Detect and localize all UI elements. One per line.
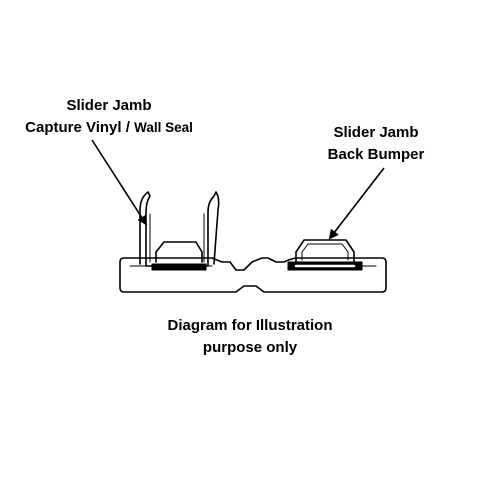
capture-vinyl-arrow bbox=[91, 139, 148, 226]
capture-vinyl-label: Slider Jamb Capture Vinyl / Wall Seal bbox=[14, 95, 204, 139]
back-bumper-label-line1: Slider Jamb bbox=[333, 124, 419, 141]
capture-vinyl-label-main: Capture Vinyl / bbox=[25, 119, 130, 136]
capture-vinyl-channel bbox=[139, 191, 220, 267]
capture-vinyl-inner bbox=[149, 213, 205, 263]
back-bumper-label: Slider Jamb Back Bumper bbox=[296, 122, 456, 166]
capture-vinyl-bumper bbox=[155, 241, 203, 263]
wall-seal-label: Wall Seal bbox=[134, 120, 193, 135]
capture-vinyl-bumper-base bbox=[151, 263, 207, 271]
back-bumper bbox=[295, 239, 355, 263]
caption-line1: Diagram for Illustration bbox=[167, 317, 333, 334]
capture-vinyl-label-line1: Slider Jamb bbox=[66, 97, 152, 114]
back-bumper-label-line2: Back Bumper bbox=[327, 146, 425, 163]
jamb-frame-outline bbox=[119, 257, 387, 293]
back-bumper-arrow bbox=[328, 167, 385, 240]
capture-vinyl-label-line2: Capture Vinyl / Wall Seal bbox=[14, 117, 204, 139]
diagram-caption: Diagram for Illustration purpose only bbox=[100, 315, 400, 359]
back-bumper-inner bbox=[301, 243, 349, 261]
caption-line2: purpose only bbox=[202, 339, 298, 356]
